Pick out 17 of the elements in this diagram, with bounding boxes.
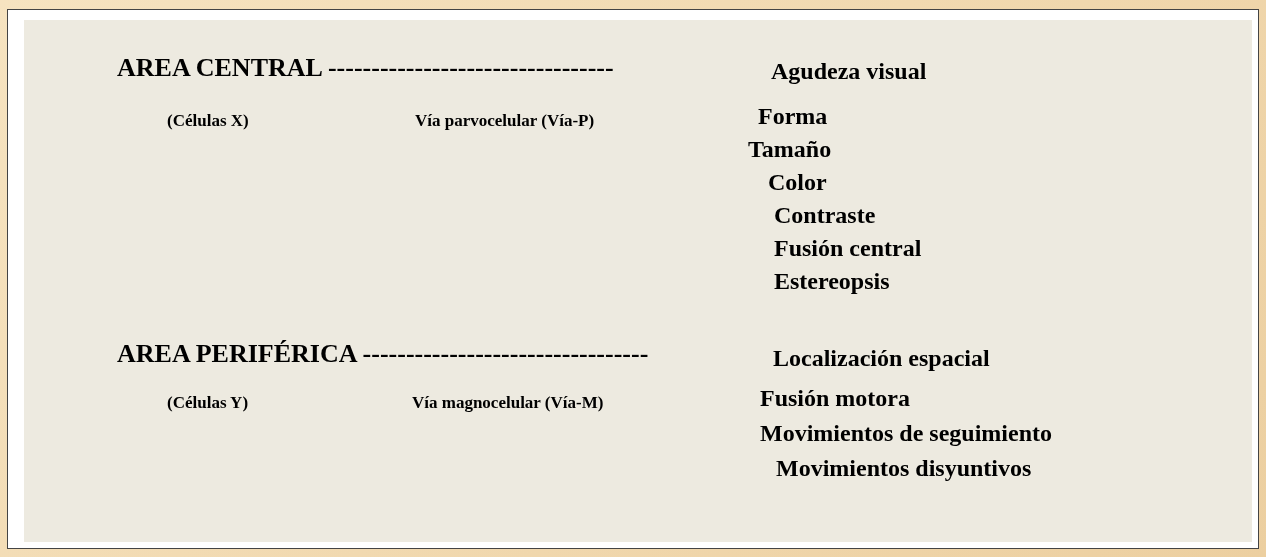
function-label: Movimientos de seguimiento <box>760 421 1052 445</box>
function-label: Fusión motora <box>760 386 910 410</box>
function-label: Fusión central <box>774 236 922 260</box>
function-label: Localización espacial <box>773 346 990 370</box>
pathway-label: (Células X) <box>167 112 249 129</box>
pathway-label: (Células Y) <box>167 394 249 411</box>
pathway-label: Vía magnocelular (Vía-M) <box>412 394 604 411</box>
function-label: Movimientos disyuntivos <box>776 456 1032 480</box>
function-label: Color <box>768 170 827 194</box>
function-label: Forma <box>758 104 828 128</box>
area-heading: AREA CENTRAL --------------------------------- <box>117 55 614 81</box>
function-label: Tamaño <box>748 137 832 161</box>
function-label: Contraste <box>774 203 876 227</box>
function-label: Agudeza visual <box>771 59 927 83</box>
function-label: Estereopsis <box>774 269 890 293</box>
pathway-label: Vía parvocelular (Vía-P) <box>415 112 595 129</box>
area-heading: AREA PERIFÉRICA --------------------------------- <box>117 341 649 367</box>
